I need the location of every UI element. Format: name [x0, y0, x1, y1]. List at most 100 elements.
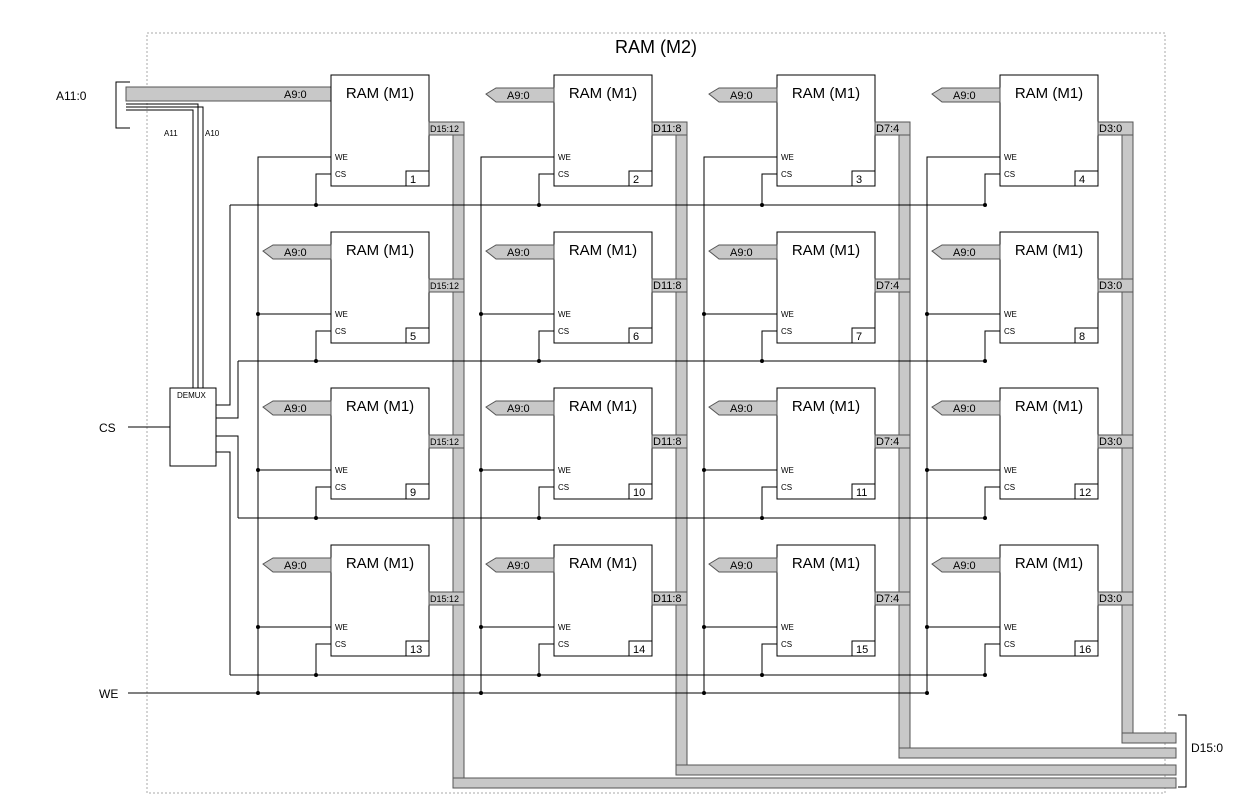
address-input-label: A11:0	[56, 89, 87, 103]
we-pole	[257, 156, 331, 693]
junction-dot	[537, 359, 541, 363]
chip-number: 9	[410, 487, 416, 499]
data-output-tab	[428, 434, 465, 449]
ram-chip-title: RAM (M1)	[569, 555, 637, 572]
ram-chip-title: RAM (M1)	[792, 398, 860, 415]
ram-chip-body	[330, 74, 430, 187]
demux-label: DEMUX	[177, 391, 207, 400]
data-output-label: D3:0	[1099, 436, 1122, 448]
address-pin-label: A9:0	[730, 90, 753, 102]
cs-drop	[315, 330, 331, 361]
address-pin-label: A9:0	[284, 403, 307, 415]
module-frame	[146, 32, 1166, 794]
we-pin-label: WE	[1004, 623, 1017, 632]
chip-number: 16	[1079, 644, 1091, 656]
address-input-tag	[931, 87, 1001, 103]
chip-number: 12	[1079, 487, 1091, 499]
we-pin-label: WE	[781, 153, 794, 162]
ram-chip-body	[999, 544, 1099, 657]
chip-number-box	[405, 483, 430, 500]
address-input-tag	[931, 557, 1001, 573]
cs-drop	[315, 173, 331, 205]
data-output-label: D3:0	[1099, 123, 1122, 135]
cs-drop	[538, 173, 554, 205]
address-pin-label: A9:0	[284, 89, 307, 101]
ram-chip-title: RAM (M1)	[346, 555, 414, 572]
we-pin-label: WE	[558, 466, 571, 475]
we-pin-label: WE	[1004, 153, 1017, 162]
data-output-tab	[1097, 591, 1134, 606]
we-pin-label: WE	[781, 623, 794, 632]
cs-pin-label: CS	[558, 640, 569, 649]
cs-pin-label: CS	[1004, 483, 1015, 492]
junction-dot	[760, 516, 764, 520]
address-pin-label: A9:0	[953, 247, 976, 259]
address-input-tag	[708, 557, 778, 573]
junction-dot	[925, 691, 929, 695]
address-input-tag	[485, 557, 555, 573]
chip-number: 13	[410, 644, 422, 656]
cs-drop	[761, 486, 777, 518]
data-output-label: D15:12	[430, 124, 459, 134]
data-bus-out-2	[675, 764, 1177, 776]
ram-chip-body	[999, 387, 1099, 500]
address-input-tag	[485, 87, 555, 103]
junction-dot	[479, 468, 483, 472]
chip-number-box	[851, 170, 876, 187]
data-output-label: D11:8	[653, 436, 682, 448]
junction-dot	[702, 312, 706, 316]
chip-number-box	[1074, 327, 1099, 344]
junction-dot	[760, 359, 764, 363]
data-output-tab	[1097, 278, 1134, 293]
wiring	[125, 86, 1177, 789]
demux-block	[169, 387, 217, 467]
address-input-tag	[931, 244, 1001, 260]
junction-dot	[314, 359, 318, 363]
address-pin-label: A9:0	[507, 403, 530, 415]
data-output-tab	[874, 278, 911, 293]
address-pin-label: A9:0	[730, 560, 753, 572]
cs-pin-label: CS	[1004, 640, 1015, 649]
ram-chip-body	[330, 231, 430, 344]
ram-chip-body	[553, 544, 653, 657]
data-output-label: D11:8	[653, 593, 682, 605]
chip-number: 8	[1079, 331, 1085, 343]
ram-chip-body	[553, 74, 653, 187]
ram-chip-title: RAM (M1)	[346, 398, 414, 415]
chip-number-box	[405, 170, 430, 187]
cs-pin-label: CS	[335, 483, 346, 492]
data-output-tab	[651, 278, 688, 293]
chip-number-box	[1074, 483, 1099, 500]
address-bracket	[115, 81, 130, 129]
address-input-tag	[485, 244, 555, 260]
a-wire	[126, 109, 194, 388]
demux-out-1	[216, 205, 231, 406]
ram-chip-title: RAM (M1)	[1015, 555, 1083, 572]
data-output-tab	[1097, 434, 1134, 449]
cs-drop	[984, 643, 1000, 675]
ram-chip-title: RAM (M1)	[346, 85, 414, 102]
address-input-tag	[262, 557, 332, 573]
we-pin-label: WE	[335, 623, 348, 632]
data-output-label: D3:0	[1099, 593, 1122, 605]
cs-drop	[984, 486, 1000, 518]
ram-chip-title: RAM (M1)	[1015, 85, 1083, 102]
cs-pin-label: CS	[558, 327, 569, 336]
chip-number-box	[628, 640, 653, 657]
chip-number: 1	[410, 174, 416, 186]
ram-chip-body	[999, 231, 1099, 344]
junction-dot	[256, 312, 260, 316]
data-out-label: D15:0	[1191, 741, 1223, 755]
data-output-label: D15:12	[430, 281, 459, 291]
junction-dot	[479, 691, 483, 695]
we-pole	[926, 156, 1000, 693]
data-output-label: D11:8	[653, 123, 682, 135]
address-input-tag	[931, 400, 1001, 416]
data-output-tab	[651, 591, 688, 606]
cs-drop	[315, 486, 331, 518]
junction-dot	[256, 625, 260, 629]
